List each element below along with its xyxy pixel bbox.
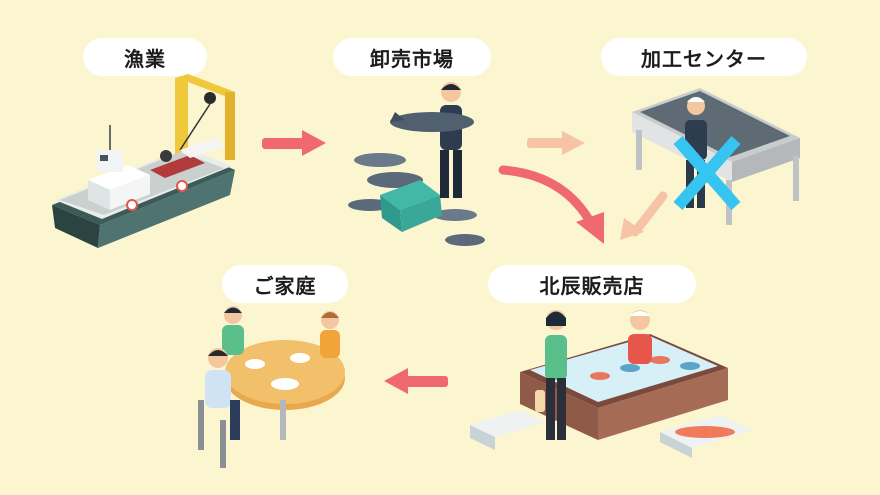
- store-illustration: [470, 310, 752, 458]
- arrow-store-to-home: [384, 368, 448, 394]
- fishing-boat-illustration: [52, 74, 235, 248]
- market-worker-illustration: [348, 82, 485, 246]
- cross-mark-icon: [673, 136, 741, 210]
- arrow-market-to-store: [498, 165, 604, 244]
- label-processing: 加工センター: [601, 38, 807, 76]
- family-dinner-illustration: [198, 306, 345, 468]
- arrow-fishing-to-market: [262, 130, 326, 156]
- arrow-market-to-processing-faded: [527, 131, 585, 155]
- label-fishing: 漁業: [83, 38, 207, 76]
- label-home: ご家庭: [222, 265, 348, 303]
- label-market: 卸売市場: [333, 38, 491, 76]
- label-store: 北辰販売店: [488, 265, 696, 303]
- arrow-processing-to-store-faded: [620, 191, 668, 240]
